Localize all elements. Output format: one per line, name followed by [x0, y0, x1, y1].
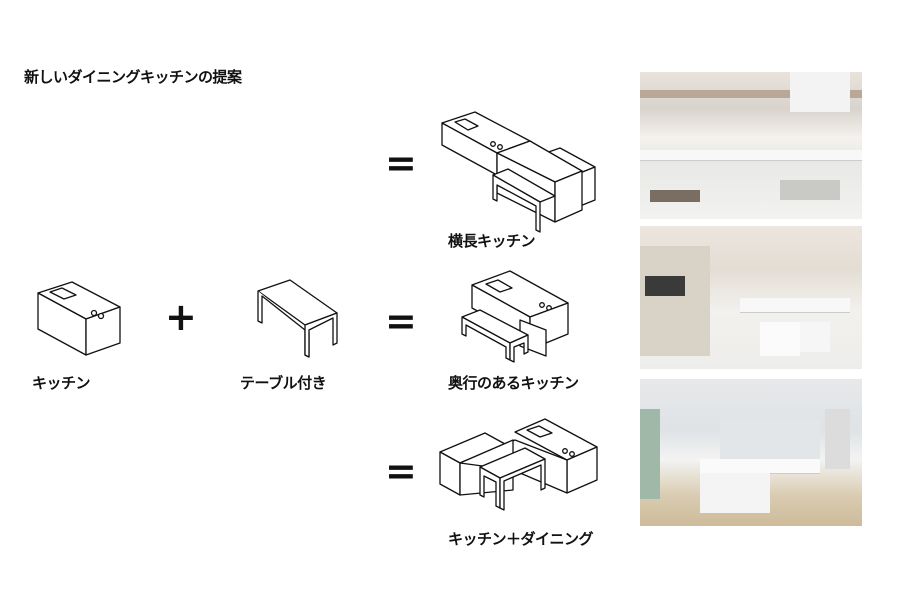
photo-deep-kitchen — [640, 226, 862, 369]
option-3-diagram — [439, 418, 598, 511]
page-title: 新しいダイニングキッチンの提案 — [24, 68, 242, 86]
option-2-label: 奥行のあるキッチン — [448, 374, 579, 392]
option-1-label: 横長キッチン — [448, 232, 536, 250]
option-1-diagram — [441, 111, 596, 233]
equals-sign-3: = — [385, 449, 417, 493]
table-label: テーブル付き — [240, 374, 327, 392]
kitchen-diagram — [37, 281, 121, 356]
photo-kitchen-dining — [640, 379, 862, 526]
plus-sign: + — [165, 295, 197, 339]
equals-sign-1: = — [385, 141, 417, 185]
kitchen-label: キッチン — [32, 374, 91, 392]
equals-sign-2: = — [385, 299, 417, 343]
option-3-label: キッチン＋ダイニング — [448, 530, 594, 548]
table-diagram — [257, 279, 338, 358]
option-2-diagram — [461, 270, 569, 363]
photo-long-kitchen — [640, 72, 862, 219]
